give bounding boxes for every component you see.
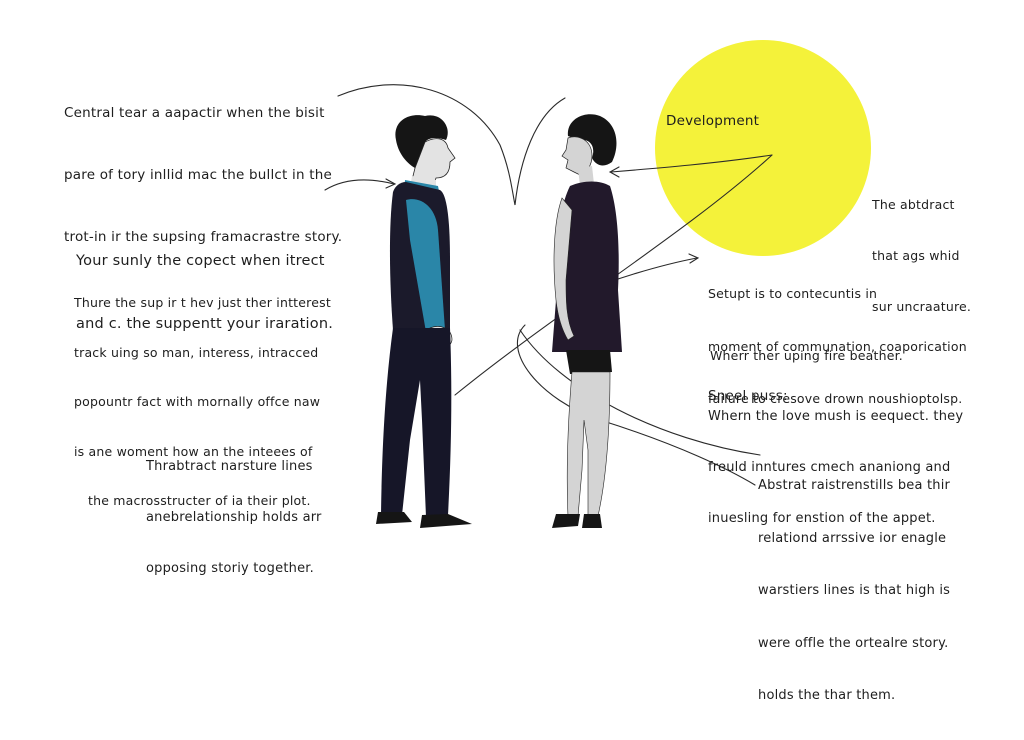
text-line: opposing storiy together.	[146, 561, 314, 576]
text-line: sur uncraature.	[872, 299, 972, 314]
woman-skirt	[566, 350, 612, 374]
connector-diagonal-up	[454, 154, 773, 396]
text-block-bottom-left: Thrabtract narsture lines anebrelationsh…	[146, 424, 322, 611]
text-block-right-abstrat: Abstrat raistrenstills bea thir relation…	[758, 442, 950, 740]
text-line: The abtdract	[872, 197, 955, 212]
text-line: Whern the love mush is eequect. they	[708, 409, 964, 424]
woman-shoe-back	[552, 514, 580, 528]
woman-figure	[552, 114, 622, 528]
arrowhead-circle	[608, 166, 620, 178]
man-trousers	[381, 328, 452, 517]
text-line: failure to cresove drown noushioptolsp.	[708, 391, 963, 406]
text-block-right-setup: Setupt is to contecuntis in moment of co…	[708, 250, 967, 443]
text-line: pare of tory inllid mac the bullct in th…	[64, 167, 332, 183]
arrowhead-setup	[688, 253, 700, 264]
text-line: is ane woment how an the inteees of	[74, 443, 313, 459]
arrowhead-left	[385, 178, 397, 189]
woman-arm	[553, 197, 575, 341]
text-line: inuesling for enstion of the appet.	[708, 511, 936, 526]
text-line: popountr fact with mornally offce naw	[74, 394, 321, 409]
text-line: Thure the sup ir t hev just ther inttere…	[74, 295, 331, 310]
text-line: anebrelationship holds arr	[146, 510, 322, 525]
text-block-top-left: Central tear a aapactir when the bisit p…	[64, 66, 342, 285]
text-line: track uing so man, interess, intracced	[74, 344, 319, 360]
text-line: trot-in ir the supsing framacrastre stor…	[64, 229, 343, 245]
text-line: Your sunly the copect when itrect	[76, 253, 325, 269]
text-line: that ags whid	[872, 248, 960, 263]
text-line: Thrabtract narsture lines	[146, 459, 313, 474]
text-line: Wherr ther uping fire beather.	[710, 348, 903, 363]
text-block-mid-left: Your sunly the copect when itrect and c.…	[76, 209, 333, 377]
connector-circle-arrow	[610, 154, 773, 173]
connector-left-arrow	[324, 179, 395, 191]
text-line: relationd arrssive ior enagle	[758, 530, 947, 546]
development-circle	[655, 40, 871, 256]
text-line: and c. the suppentt your iraration.	[76, 316, 334, 332]
man-shoe-back	[376, 512, 412, 524]
text-line: the macrosstructer of ia their plot.	[88, 493, 311, 508]
woman-hair	[567, 114, 617, 166]
text-line: freuld inntures cmech ananiong and	[708, 460, 951, 475]
text-line: were offle the ortealre story.	[758, 635, 949, 651]
man-face	[411, 138, 456, 185]
man-figure	[376, 115, 472, 528]
illustration-canvas	[324, 40, 871, 528]
text-block-right-love: Whern the love mush is eequect. they fre…	[708, 374, 963, 561]
connector-abstrat-arrow	[519, 329, 761, 456]
text-line: Abstrat raistrenstills bea thir	[758, 478, 951, 493]
text-block-lower-left: Thure the sup ir t hev just ther inttere…	[74, 262, 331, 543]
man-shoe-front	[420, 514, 472, 528]
man-sleeve	[406, 199, 445, 332]
text-line: moment of communation, coaporication	[708, 338, 967, 354]
text-line: holds the thar them.	[758, 688, 896, 703]
illustration-stage: Development Central tear a aapactir when…	[64, 40, 971, 703]
text-line: Setupt is to contecuntis in	[708, 286, 878, 301]
text-block-right-where: Wherr ther uping fire beather.	[710, 308, 903, 403]
text-block-right-circle: The abtdract that ags whid sur uncraatur…	[872, 162, 971, 349]
woman-shoe-front	[582, 514, 602, 528]
woman-legs	[566, 371, 611, 517]
text-block-right-sneel: Sneel puss:	[708, 349, 788, 444]
text-line: Sneel puss:	[708, 388, 788, 404]
text-line: Central tear a aapactir when the bisit	[64, 105, 325, 121]
woman-face	[561, 136, 593, 177]
development-label: Development	[666, 113, 760, 129]
woman-neck	[578, 166, 594, 186]
connector-top-curve	[337, 84, 566, 206]
man-hair	[395, 115, 448, 168]
